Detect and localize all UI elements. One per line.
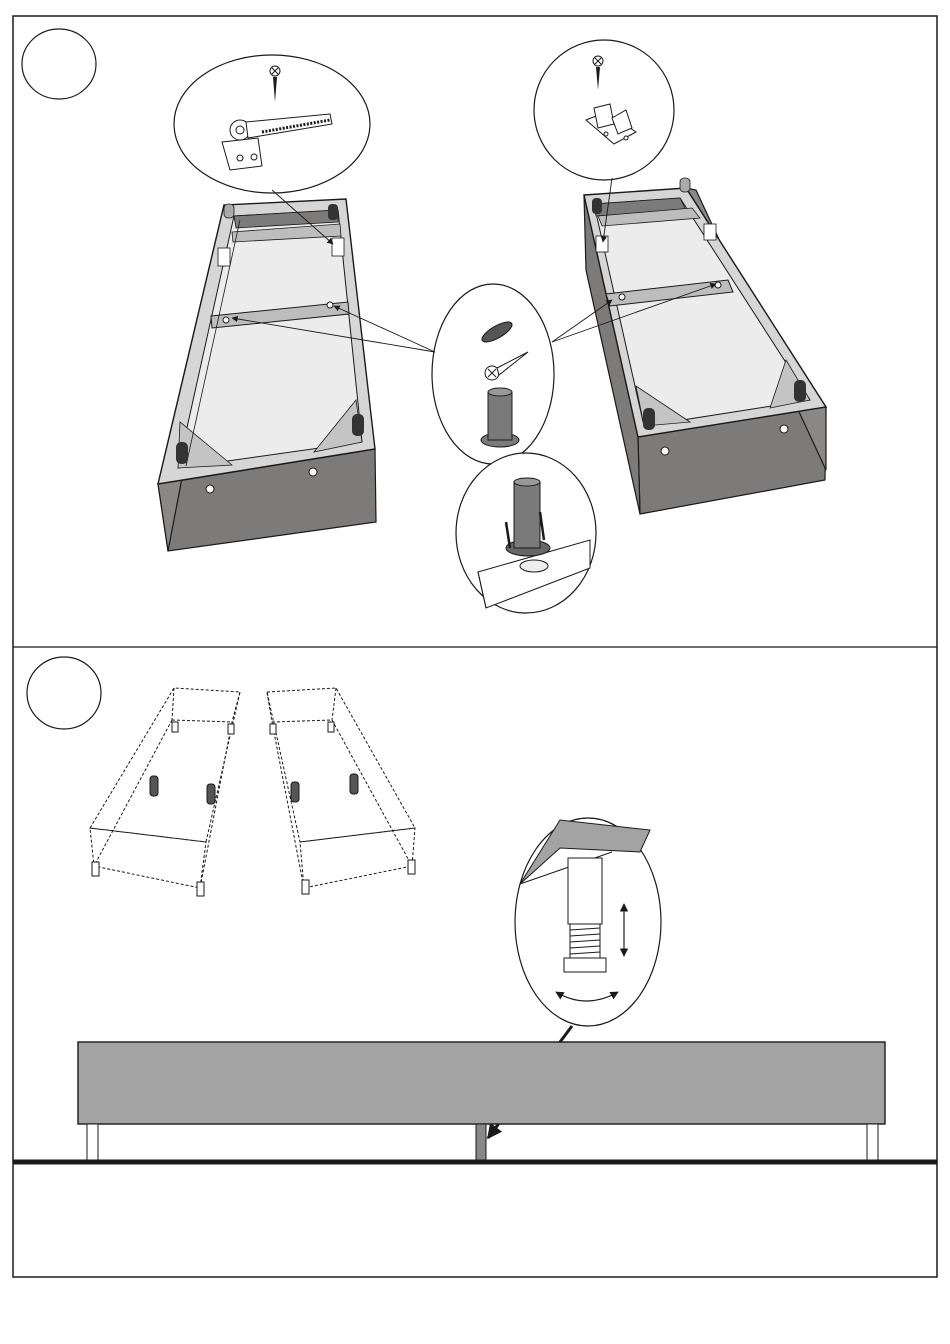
- left-base-outline: [90, 688, 240, 888]
- left-rail-hole-2: [327, 302, 333, 308]
- right-base-leg-socket-3: [592, 198, 602, 214]
- right-base-leg-socket-2: [794, 380, 806, 402]
- step-1-number-circle: [22, 29, 96, 99]
- hinge-bracket-callout: [174, 55, 370, 193]
- right-base-side-bracket: [704, 224, 716, 240]
- leg-middle: [476, 1124, 486, 1160]
- right-base-clip-bracket: [596, 236, 608, 252]
- right-base-leg-socket-1: [643, 408, 655, 430]
- right-rail-hole-1: [619, 294, 625, 300]
- left-base-leg-socket-3: [224, 204, 234, 218]
- right-base-hole-1: [661, 447, 669, 455]
- step-2-number-circle: [27, 657, 101, 729]
- right-base-legs: [270, 722, 415, 894]
- left-base-hinge-bracket: [332, 238, 344, 256]
- left-base-side-bracket: [218, 248, 230, 266]
- left-base-hole-1: [206, 485, 214, 493]
- clip-bracket-callout: [534, 40, 674, 180]
- left-base-leg-socket-1: [176, 442, 188, 464]
- right-base-leg-socket-4: [680, 178, 690, 192]
- leg-right: [867, 1124, 878, 1160]
- left-base-leg-socket-4: [328, 204, 338, 220]
- right-base-hole-2: [780, 425, 788, 433]
- leg-socket-parts-callout: [432, 284, 554, 464]
- right-bed-base: [584, 178, 826, 514]
- right-rail-hole-2: [715, 282, 721, 288]
- left-bed-base: [158, 199, 376, 551]
- left-base-leg-socket-2: [352, 414, 364, 436]
- socket-mount-callout: [456, 453, 596, 613]
- adjustable-foot-callout: [515, 818, 661, 1026]
- left-base-hole-2: [309, 468, 317, 476]
- right-base-outline: [267, 688, 415, 888]
- leg-left: [87, 1124, 98, 1160]
- left-rail-hole-1: [223, 317, 229, 323]
- base-side-view: [78, 1042, 885, 1160]
